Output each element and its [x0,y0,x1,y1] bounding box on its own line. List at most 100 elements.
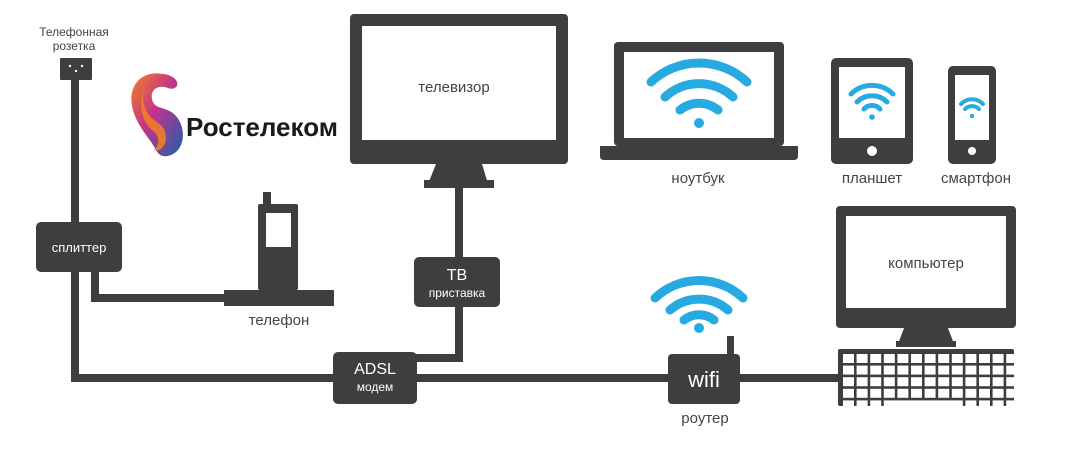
tablet-label: планшет [842,170,902,187]
keyboard-key [924,377,936,387]
socket-hole-icon [68,64,72,68]
telephone: телефон [224,192,334,329]
keyboard-key [843,400,854,410]
wifi-dot-icon [969,113,975,119]
cable-splitter-modem-v [71,272,79,382]
keyboard-key [897,354,909,363]
keyboard-key [951,365,963,375]
keyboard-key [883,377,895,387]
modem-label-line1: ADSL [354,361,396,378]
wifi-icon [848,82,896,112]
keyboard-key [1006,354,1018,363]
keyboard-key [1006,388,1018,398]
cable-stb-modem-h [412,354,463,362]
cable-router-computer [738,374,840,382]
keyboard-key [938,365,950,375]
keyboard-key [1006,400,1018,410]
router-box [668,354,740,404]
cable-stb-modem-v [455,306,463,362]
keyboard-key [856,377,868,387]
monitor-stand [898,328,954,344]
phone-base [224,290,334,306]
keyboard-key [883,354,895,363]
keyboard-key [965,365,977,375]
smartphone-label: смартфон [941,170,1011,187]
wifi-icon [646,58,752,115]
modem-box [333,352,417,404]
keyboard-key [992,400,1004,410]
wifi-router: wifi роутер [650,276,748,427]
keyboard-key [897,365,909,375]
keyboard-key [911,377,922,387]
tv-label: телевизор [418,79,489,96]
tablet: планшет [831,58,913,187]
socket-label-line1: Телефонная [39,25,109,39]
cable-modem-router [415,374,672,382]
keyboard-key [911,388,922,398]
phone-screen [266,213,291,247]
keyboard-key [883,388,895,398]
cable-stb-tv [455,186,463,258]
monitor-stand-base [896,341,956,347]
keyboard-key [843,354,854,363]
keyboard-key [870,388,882,398]
keyboard-key [843,377,854,387]
socket-hole-icon [80,64,84,68]
wifi-icon [959,97,985,111]
rostelecom-logo-swoosh-icon [141,84,166,151]
stb-label-line2: приставка [429,286,486,300]
wifi-dot-icon [694,323,704,333]
keyboard-key [965,400,977,410]
splitter-label: сплиттер [52,240,107,255]
tablet-screen [839,67,905,138]
keyboard-key [992,388,1004,398]
monitor-screen [846,216,1006,308]
tablet-home-button [867,146,877,156]
keyboard-key [951,354,963,363]
cable-splitter-phone-v [91,272,99,302]
cable-splitter-modem-h [71,374,336,382]
smartphone-home-button [968,147,976,155]
keyboard-key [965,354,977,363]
keyboard-key [856,354,868,363]
tv-screen [362,26,556,140]
splitter: сплиттер [36,222,122,272]
keyboard-key [870,365,882,375]
phone-antenna [263,192,271,208]
cables [71,80,840,382]
router-label: wifi [687,367,720,392]
keyboard-key [979,388,990,398]
adsl-modem: ADSL модем [333,352,417,404]
keyboard-key [938,377,950,387]
splitter-box [36,222,122,272]
cable-socket-splitter [71,80,79,222]
keyboard-keys [843,354,1018,410]
keyboard-key [843,365,854,375]
keyboard-key [897,388,909,398]
keyboard-key [870,400,882,410]
computer: компьютер [836,206,1018,410]
socket-plate [60,58,92,80]
keyboard-key [843,388,854,398]
keyboard-key [979,377,990,387]
stb-box [414,257,500,307]
keyboard-key [979,354,990,363]
keyboard-key [870,354,882,363]
router-caption: роутер [681,410,728,427]
wifi-icon [650,276,748,325]
keyboard-spacebar [883,400,963,410]
keyboard-key [856,365,868,375]
tv-stand [428,164,488,184]
tv-stand-base [424,180,494,188]
keyboard-key [1006,365,1018,375]
laptop-label: ноутбук [671,170,725,187]
keyboard-key [856,388,868,398]
keyboard-key [924,354,936,363]
telephone-socket: Телефонная розетка [39,25,109,80]
tv-set-top-box: ТВ приставка [414,257,500,307]
socket-hole-icon [74,69,78,73]
keyboard-key [924,388,936,398]
rostelecom-logo: Ростелеком [131,73,338,157]
